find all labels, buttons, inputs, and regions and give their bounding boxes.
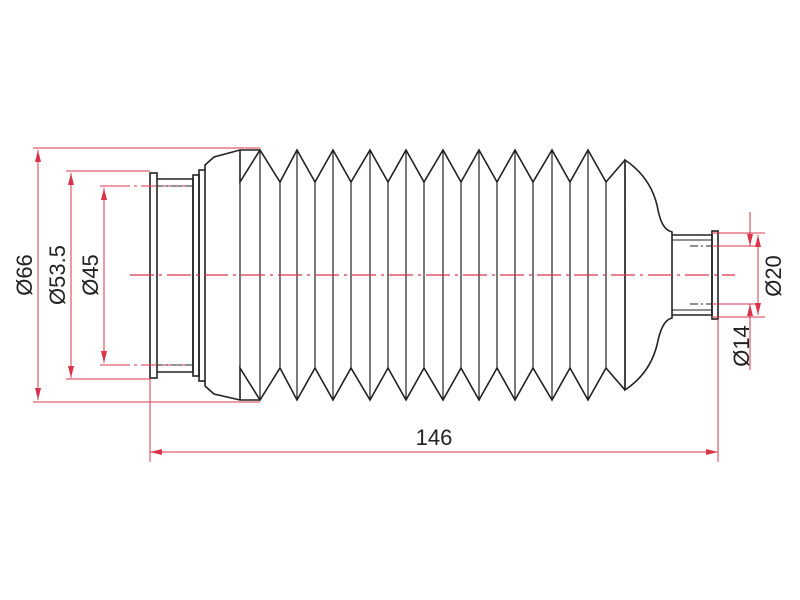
label-outer-diameter: Ø66 [12,254,37,296]
arrow-66-top [35,150,41,162]
arrow-146-left [150,449,162,455]
label-inner-diameter: Ø45 [78,254,103,296]
small-end-flange [711,230,719,320]
label-overall-length: 146 [416,425,453,450]
big-collar-hidden-lines [157,185,190,366]
arrow-53-bottom [68,366,74,378]
arrow-20-top [755,235,761,247]
label-small-outer-diameter: Ø20 [761,255,786,297]
arrow-66-bottom [35,388,41,400]
dimension-lines [33,147,765,462]
arrow-146-right [706,449,718,455]
arrow-45-top [101,188,107,200]
bellows-shoulder [204,149,260,401]
label-small-inner-diameter: Ø14 [729,325,754,367]
arrow-53-top [68,173,74,185]
arrow-14-bottom [747,304,753,316]
arrow-14-top [747,234,753,246]
bellows-bottom-profile [239,365,626,402]
arrow-45-bottom [101,351,107,363]
arrow-20-bottom [755,303,761,315]
bellows-top-profile [239,148,626,185]
small-end-taper [624,158,673,392]
label-middle-diameter: Ø53.5 [45,245,70,305]
